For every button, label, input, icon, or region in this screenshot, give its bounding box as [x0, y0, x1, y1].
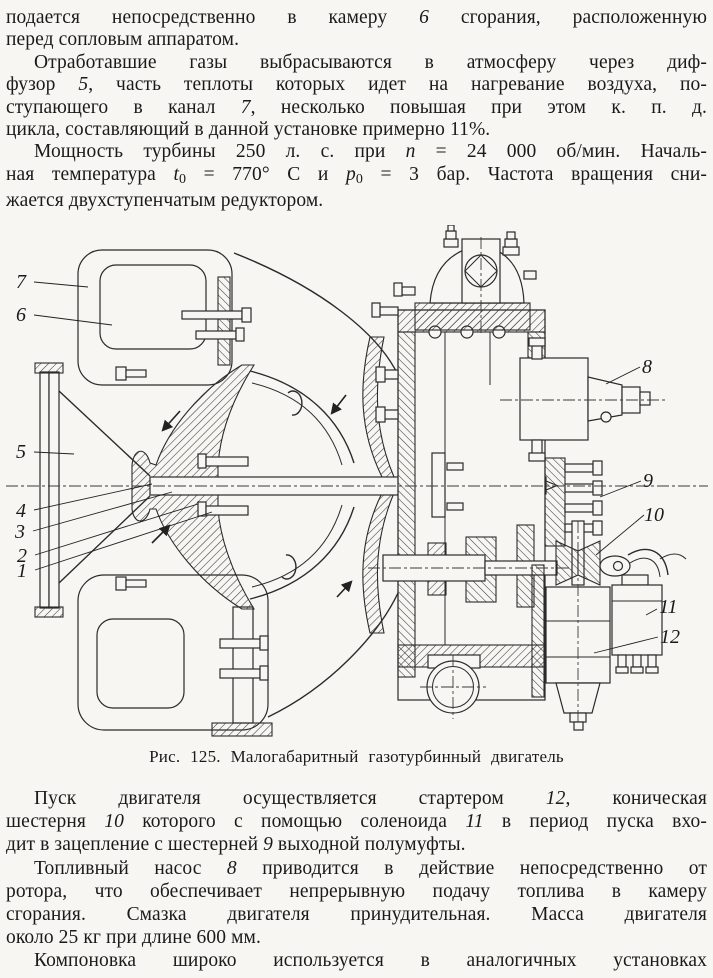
combustion-chamber-top: [77, 249, 233, 386]
text-line: жается двухступенчатым редуктором.: [6, 190, 324, 212]
callout-label-8: 8: [642, 356, 652, 378]
callout-label-6: 6: [16, 304, 26, 326]
top-pump-unit: [371, 225, 537, 331]
callout-label-3: 3: [14, 521, 25, 543]
callout-label-12: 12: [660, 626, 680, 648]
text-line: шестерня 10 которого с помощью соленоида…: [6, 811, 707, 833]
text-line: Топливный насос 8 приводится в действие …: [34, 857, 707, 879]
callout-label-10: 10: [644, 504, 664, 526]
text-line: цикла, составляющий в данной установке п…: [6, 119, 491, 141]
text-line: Мощность турбины 250 л. с. при n = 24 00…: [34, 141, 707, 163]
exhaust-port: [426, 654, 481, 714]
figure-engine-diagram: 1 2 3 4 5 6 7 8 9 10 11 12: [6, 225, 708, 737]
text-line: дит в зацепление с шестерней 9 выходной …: [6, 834, 466, 856]
text-line: Отработавшие газы выбрасываются в атмосф…: [34, 51, 707, 73]
callout-label-7: 7: [16, 271, 27, 293]
bevel-gear-lever: [555, 520, 687, 586]
text-line: Пуск двигателя осуществляется стартером …: [34, 788, 707, 809]
combustion-chamber-bottom: [77, 574, 273, 737]
starter-motor: [531, 564, 611, 731]
text-line: около 25 кг при длине 600 мм.: [6, 927, 261, 949]
text-line: перед сопловым аппаратом.: [6, 29, 240, 51]
centerlines: [6, 237, 708, 725]
callout-labels: 1 2 3 4 5 6 7 8 9 10 11 12: [14, 271, 680, 648]
text-line: Компоновка широко используется в аналоги…: [34, 950, 707, 972]
figure-caption: Рис. 125. Малогабаритный газотурбинный д…: [149, 747, 564, 766]
mounting-bracket: [181, 276, 252, 366]
callout-label-4: 4: [16, 500, 26, 522]
text-line: ная температура t0 = 770° С и p0 = 3 бар…: [6, 163, 707, 187]
callout-label-5: 5: [16, 441, 26, 463]
callout-label-2: 2: [17, 545, 27, 567]
paragraph-block-top: подается непосредственно в камеру 6 сгор…: [6, 7, 707, 213]
text-line: ротора, что обеспечивает непрерывную под…: [6, 880, 707, 902]
text-line: ступающего в канал 7, несколько повышая …: [6, 96, 707, 118]
text-line: фузор 5, часть теплоты которых идет на н…: [6, 74, 707, 96]
callout-label-11: 11: [659, 596, 678, 618]
air-duct-walls: [233, 252, 399, 718]
callout-leaders: [32, 281, 659, 654]
text-line: подается непосредственно в камеру 6 сгор…: [6, 7, 708, 28]
paragraph-block-bottom: Пуск двигателя осуществляется стартером …: [6, 787, 707, 973]
fuel-pump: [519, 337, 651, 462]
callout-label-1: 1: [17, 560, 27, 582]
flow-arrows: [151, 394, 353, 598]
solenoid: [611, 574, 663, 674]
callout-label-9: 9: [643, 470, 653, 492]
text-line: сгорания. Смазка двигателя принудительна…: [6, 904, 707, 926]
output-flange: [544, 457, 603, 547]
